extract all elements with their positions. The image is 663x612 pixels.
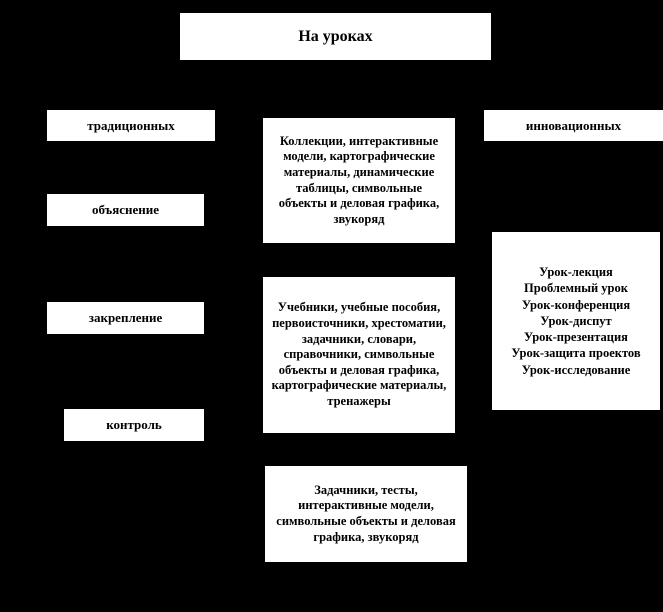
- left-box-explanation-label: объяснение: [91, 202, 160, 217]
- left-box-consolidation-label: закрепление: [88, 310, 163, 325]
- lesson-type-item: Урок-презентация: [524, 330, 628, 345]
- lesson-type-item: Урок-исследование: [521, 362, 631, 377]
- center-box-tasks: Задачники, тесты, интерактивные модели, …: [265, 466, 467, 562]
- diagram-title-box: На уроках: [180, 13, 491, 60]
- lesson-type-item: Урок-конференция: [521, 297, 631, 312]
- lesson-type-item: Проблемный урок: [524, 281, 628, 296]
- right-box-innovative-label: инновационных: [525, 117, 622, 133]
- center-box-collections-text: Коллекции, интерактивные модели, картогр…: [278, 133, 440, 226]
- lesson-type-item: Урок-лекция: [539, 265, 613, 280]
- left-box-traditional: традиционных: [47, 110, 215, 141]
- left-box-control: контроль: [64, 409, 204, 441]
- left-box-consolidation: закрепление: [47, 302, 204, 334]
- center-box-textbooks: Учебники, учебные пособия, первоисточник…: [263, 277, 455, 433]
- left-box-traditional-label: традиционных: [87, 117, 175, 133]
- left-box-explanation: объяснение: [47, 194, 204, 226]
- right-box-innovative: инновационных: [484, 110, 663, 141]
- center-box-textbooks-text: Учебники, учебные пособия, первоисточник…: [271, 300, 447, 409]
- lesson-type-item: Урок-диспут: [540, 313, 612, 328]
- lesson-type-item: Урок-защита проектов: [511, 346, 641, 361]
- diagram-title: На уроках: [298, 27, 373, 45]
- left-box-control-label: контроль: [106, 417, 162, 432]
- center-box-collections: Коллекции, интерактивные модели, картогр…: [263, 118, 455, 243]
- right-box-lesson-types: Урок-лекция Проблемный урок Урок-конфере…: [492, 232, 660, 410]
- center-box-tasks-text: Задачники, тесты, интерактивные модели, …: [276, 482, 456, 544]
